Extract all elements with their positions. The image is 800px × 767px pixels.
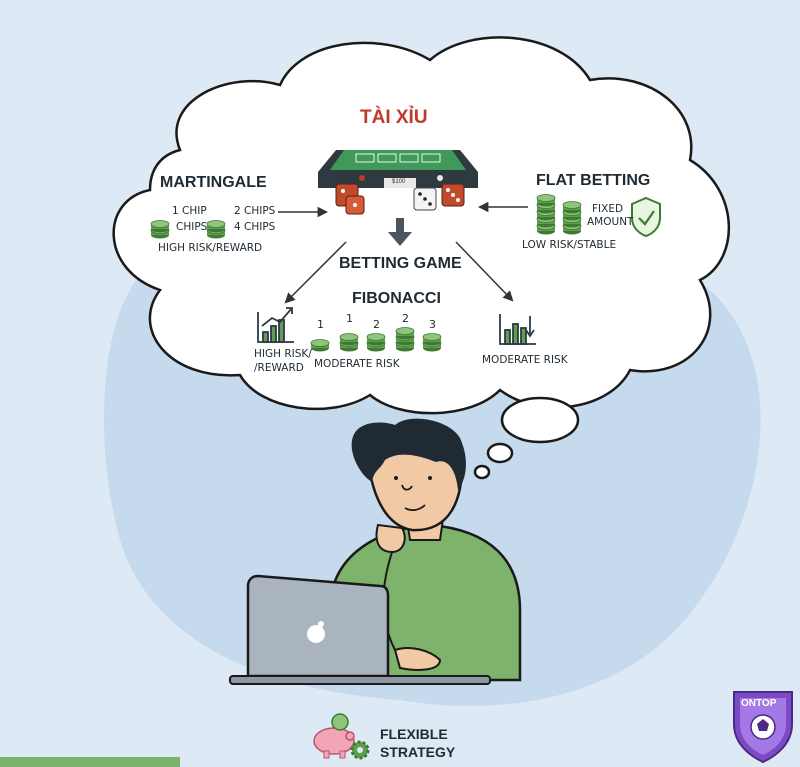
martingale-chip2: 2 CHIPS <box>234 205 276 217</box>
flat-betting-note: LOW RISK/STABLE <box>522 239 617 251</box>
martingale-chip1: 1 CHIP <box>172 205 207 217</box>
down-arrow-icon <box>388 218 412 246</box>
piggy-bank-icon <box>313 727 355 759</box>
brand-name: ONTOP <box>741 698 777 709</box>
shield-check-icon <box>631 196 661 238</box>
footer-line2: STRATEGY <box>380 744 456 760</box>
diagram-title: TÀI XỈU <box>360 107 428 128</box>
fibonacci-note: MODERATE RISK <box>314 358 400 370</box>
right-chart-note: MODERATE RISK <box>482 354 568 366</box>
thought-bubble-small <box>473 464 491 480</box>
flat-betting-line1: FIXED <box>592 203 624 215</box>
footer-line1: FLEXIBLE <box>380 726 448 742</box>
thought-bubble-medium <box>486 442 514 464</box>
coin-icon <box>331 713 349 731</box>
gear-icon <box>350 740 370 760</box>
flat-betting-line2: AMOUNT <box>587 216 634 228</box>
martingale-title: MARTINGALE <box>160 174 267 191</box>
table-sign: $100 <box>392 179 406 185</box>
casino-table-icon <box>318 150 478 215</box>
ground-strip <box>0 757 180 767</box>
flat-betting-title: FLAT BETTING <box>536 172 651 189</box>
fibonacci-number: 1 <box>346 312 353 325</box>
arrow-to-left-chart <box>284 241 347 304</box>
center-label: BETTING GAME <box>339 255 462 272</box>
laptop-icon <box>229 574 491 685</box>
left-chart-line1: HIGH RISK/ <box>254 348 312 360</box>
thought-bubble-large <box>500 396 580 444</box>
fibonacci-number: 2 <box>373 318 380 331</box>
fibonacci-title: FIBONACCI <box>352 290 441 307</box>
martingale-note: HIGH RISK/REWARD <box>158 242 263 254</box>
fibonacci-number: 3 <box>429 318 436 331</box>
thought-cloud <box>112 36 730 415</box>
apple-logo-icon <box>307 625 325 643</box>
rising-chart-icon <box>257 307 294 343</box>
fibonacci-number: 2 <box>402 312 409 325</box>
fibonacci-number: 1 <box>317 318 324 331</box>
left-chart-line2: /REWARD <box>254 362 304 374</box>
martingale-chips-word: CHIPS <box>176 221 208 233</box>
ontop-logo <box>733 691 793 764</box>
arrow-to-right-chart <box>455 241 514 302</box>
martingale-chip4: 4 CHIPS <box>234 221 276 233</box>
falling-chart-icon <box>499 314 536 345</box>
